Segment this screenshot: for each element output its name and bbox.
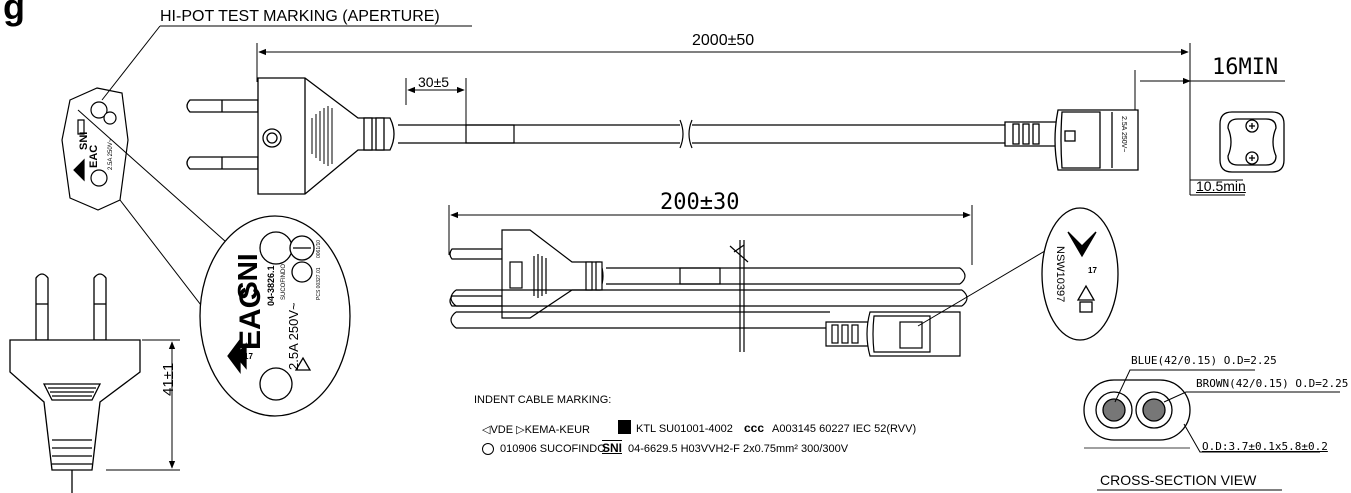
width-min-label: 10.5min — [1196, 178, 1246, 194]
indent-title: INDENT CABLE MARKING: — [474, 394, 612, 406]
blue-conductor-label: BLUE(42/0.15) O.D=2.25 — [1131, 354, 1277, 367]
cross-section-title: CROSS-SECTION VIEW — [1100, 472, 1257, 488]
hipot-leader — [101, 25, 161, 101]
main-cable — [398, 119, 1005, 149]
cross-section — [1083, 379, 1191, 441]
strip-length-label: 30±5 — [418, 74, 450, 90]
coiled-plug — [449, 229, 604, 319]
page-heading-partial: g — [3, 0, 25, 27]
indent-line1-a: ◁VDE ▷KEMA-KEUR — [482, 424, 590, 436]
strip-length-dimension — [405, 78, 467, 125]
connector-nsw-mark: NSW10397 — [1054, 246, 1066, 303]
connector-vde-number: 17 — [1088, 266, 1097, 275]
small-eac-mark: EAC — [88, 144, 100, 168]
indent-ccc-mark: ccc — [744, 421, 765, 435]
connector-mark-zoomed — [1041, 207, 1119, 341]
plug-height-label: 41±1 — [160, 362, 177, 396]
zoom-cert-mark: 0061/10 — [316, 239, 322, 258]
zoom-eac-mark: EAC — [234, 286, 267, 350]
overall-od-label: O.D:3.7±0.1x5.8±0.2 — [1202, 440, 1328, 453]
width-min-dimension — [1189, 120, 1245, 196]
overall-length-dimension — [256, 43, 1191, 120]
euro-plug-side-view — [186, 77, 395, 195]
hipot-marking-label: HI-POT TEST MARKING (APERTURE) — [160, 8, 440, 25]
zoom-pcs-mark: PCS 00327.01 — [316, 267, 322, 300]
c7-connector-front-view — [1219, 111, 1285, 173]
indent-line1-b: KTL SU01001-4002 — [636, 423, 733, 435]
zoom-leader-top — [77, 109, 236, 251]
indent-line1-c: A003145 60227 IEC 52(RVV) — [772, 423, 917, 435]
cross-section-leaders — [1097, 369, 1340, 491]
plug-height-dimension — [106, 339, 180, 471]
plug-face-zoomed — [199, 215, 351, 417]
zoom-code-mark: 04-3826.1 — [266, 265, 276, 306]
coil-length-dimension — [448, 205, 973, 265]
plug-face-small — [61, 87, 129, 211]
zoom-vde-number: 17 — [244, 352, 253, 361]
coil-length-label: 200±30 — [660, 190, 740, 215]
zoom-rating-mark: 2.5A 250V~ — [286, 302, 301, 370]
euro-plug-front-view — [9, 273, 141, 493]
coiled-cable — [450, 240, 968, 352]
connector-leader — [917, 244, 1056, 327]
min-end-label: 16MIN — [1212, 55, 1279, 80]
overall-length-label: 2000±50 — [692, 32, 755, 49]
indent-line2-b: 04-6629.5 H03VVH2-F 2x0.75mm² 300/300V — [628, 443, 849, 455]
coiled-connector — [825, 311, 961, 357]
brown-conductor-label: BROWN(42/0.15) O.D=2.25 — [1196, 377, 1349, 390]
small-rating-mark: 2.5A 250V~ — [108, 138, 114, 170]
kc-mark-icon — [618, 420, 631, 434]
indent-line2-a: 010906 SUCOFINDO — [500, 443, 606, 455]
zoom-sucofindo-mark: SUCOFINDO — [281, 264, 287, 300]
c7-connector-side-view — [1004, 109, 1139, 171]
sucofindo-logo-icon — [482, 443, 494, 455]
indent-sni-mark: SNI — [602, 441, 623, 455]
connector-rating-label: 2.5A 250V~ — [1120, 116, 1127, 153]
